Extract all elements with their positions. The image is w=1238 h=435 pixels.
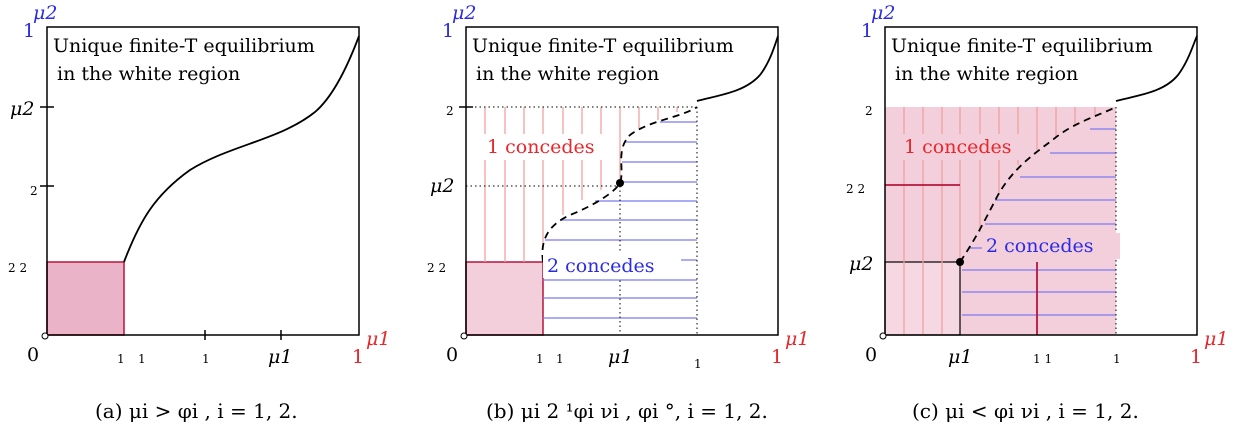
- panel-c: Unique finite-T equilibrium in the white…: [846, 2, 1228, 423]
- panel-c-x-axis-tick: 1: [1190, 346, 1202, 368]
- panel-c-region-red-label: 1 concedes: [904, 136, 1012, 158]
- panel-c-origin-label: 0: [865, 344, 877, 366]
- panel-c-caption: (c) μi < φi νi , i = 1, 2.: [912, 399, 1139, 423]
- panel-b: Unique finite-T equilibrium in the white…: [427, 2, 809, 423]
- panel-b-frame: [465, 26, 779, 336]
- panel-a-x-axis-label: μ1: [366, 328, 390, 350]
- panel-b-box-line1: Unique finite-T equilibrium: [472, 35, 734, 57]
- panel-a-origin-label: 0: [27, 344, 39, 366]
- panel-c-y-label-0: 2: [865, 104, 873, 118]
- panel-a-x-label-2: 1: [202, 352, 210, 366]
- panel-b-y-label-2: 2 2: [427, 261, 446, 275]
- panel-c-box-line1: Unique finite-T equilibrium: [891, 35, 1153, 57]
- panel-a-y-label-0: μ2: [10, 98, 34, 120]
- panel-c-boundary-curve: [1115, 35, 1198, 102]
- panel-b-red-hatching: [484, 107, 678, 262]
- panel-b-y-axis-label: μ2: [452, 2, 476, 24]
- panel-c-box-line2: in the white region: [895, 63, 1078, 85]
- panel-b-caption: (b) μi 2 ¹φi νi , φi °, i = 1, 2.: [486, 399, 768, 423]
- panel-b-dashed-curve: [541, 106, 698, 263]
- panel-a-box-line2: in the white region: [57, 63, 240, 85]
- panel-b-x-axis-label: μ1: [785, 328, 809, 350]
- panel-a-y-label-2: 2 2: [8, 261, 27, 275]
- panel-a-x-label-3: μ1: [268, 346, 292, 368]
- panel-b-region-blue-label: 2 concedes: [547, 255, 655, 277]
- panel-a-caption: (a) μi > φi , i = 1, 2.: [95, 399, 298, 423]
- panel-a-y-label-1: 2: [30, 184, 38, 198]
- panel-a-box-line1: Unique finite-T equilibrium: [53, 35, 315, 57]
- panel-a-y-axis-tick: 1: [23, 20, 35, 42]
- panel-b-shaded-square: [465, 261, 544, 336]
- panel-c-x-label-0: μ1: [948, 346, 972, 368]
- panel-b-y-label-0: 2: [446, 104, 454, 118]
- panel-c-y-label-2: μ2: [849, 253, 873, 275]
- panel-c-y-axis-label: μ2: [871, 2, 895, 24]
- panel-a-shaded-square: [46, 261, 125, 336]
- panel-b-x-label-0: 1: [536, 352, 544, 366]
- panel-b-x-axis-tick: 1: [771, 346, 783, 368]
- panel-a-y-axis-label: μ2: [33, 2, 57, 24]
- panel-b-y-label-1: μ2: [430, 175, 454, 197]
- panel-c-x-label-1: 1 1: [1033, 352, 1052, 366]
- panel-b-y-axis-tick: 1: [442, 20, 454, 42]
- panel-c-origin-marker: [879, 332, 887, 340]
- panel-c-dashed-curve: [959, 106, 1117, 263]
- panel-a-x-label-0: 1: [117, 352, 125, 366]
- panel-c-y-label-1: 2 2: [846, 182, 865, 196]
- panel-b-equilibrium-point: [616, 179, 624, 187]
- panel-a-x-label-1: 1: [138, 352, 146, 366]
- panel-b-origin-label: 0: [446, 344, 458, 366]
- panel-b-x-label-2: μ1: [608, 346, 632, 368]
- panel-b-region-red-label: 1 concedes: [487, 136, 595, 158]
- panel-b-boundary-curve: [696, 35, 779, 102]
- panel-a-boundary-curve: [123, 35, 360, 263]
- panel-b-x-label-1: 1: [556, 352, 564, 366]
- panel-a-frame: [46, 26, 360, 336]
- panel-c-region-blue-label: 2 concedes: [986, 235, 1094, 257]
- panel-a-x-axis-tick: 1: [352, 346, 364, 368]
- panel-a-origin-marker: [41, 332, 49, 340]
- panel-c-x-label-2: 1: [1113, 352, 1121, 366]
- panel-a: Unique finite-T equilibrium in the white…: [8, 2, 390, 423]
- panel-b-origin-marker: [460, 332, 468, 340]
- panel-b-box-line2: in the white region: [476, 63, 659, 85]
- panel-c-frame: [884, 26, 1198, 336]
- panel-b-x-label-3: 1: [694, 357, 702, 371]
- panel-c-y-axis-tick: 1: [861, 20, 873, 42]
- panel-c-equilibrium-point: [956, 258, 964, 266]
- panel-c-x-axis-label: μ1: [1204, 328, 1228, 350]
